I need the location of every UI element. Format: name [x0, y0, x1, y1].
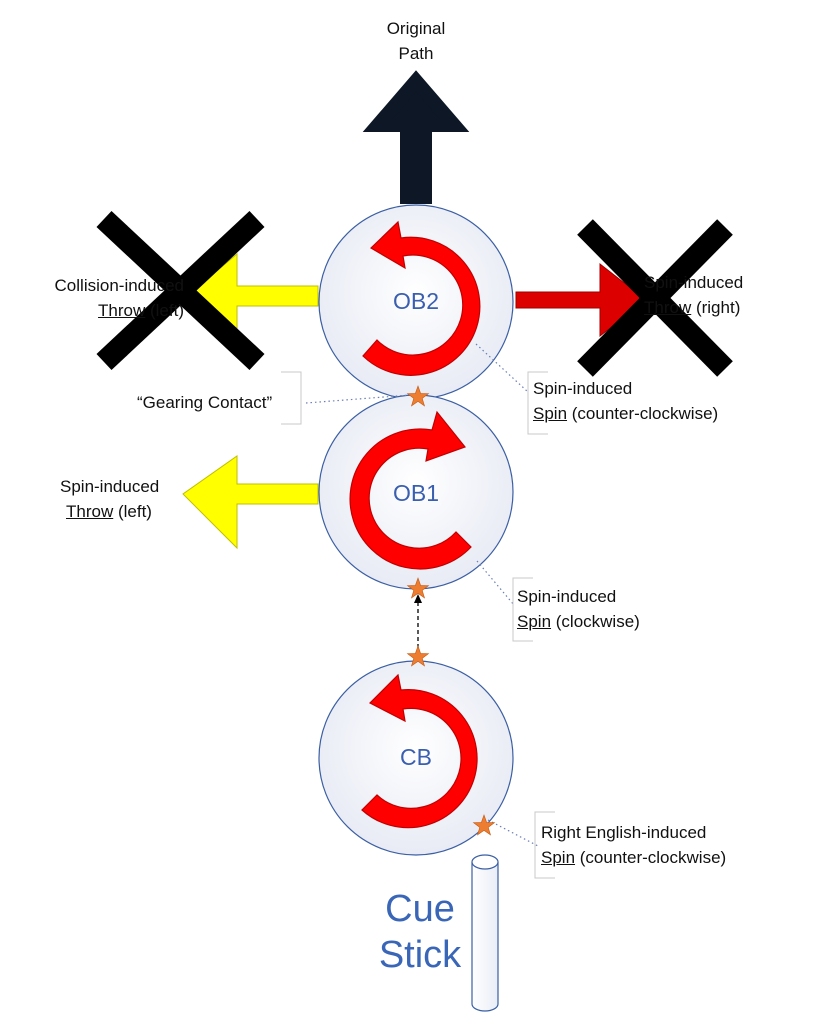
collision-throw-line1: Collision-induced [54, 276, 184, 295]
collision-throw-underlined: Throw [98, 301, 146, 320]
ob1-throw-arrow [182, 455, 319, 550]
ob1-spin-label: Spin-induced Spin (clockwise) [517, 584, 640, 634]
ob1-label: OB1 [392, 480, 440, 506]
star-cue-contact [472, 814, 496, 836]
ob1-throw-rest: (left) [113, 502, 152, 521]
ob1-spin-underlined: Spin [517, 612, 552, 631]
callout-brackets [281, 371, 555, 879]
cross-right [577, 219, 733, 377]
cue-stick-line1: Cue [385, 888, 455, 930]
ob2-spin-label: Spin-induced Spin (counter-clockwise) [533, 376, 718, 426]
original-path-label: Original Path [356, 16, 476, 66]
star-gearing-contact [406, 385, 430, 407]
collision-throw-label: Collision-induced Throw (left) [32, 273, 184, 323]
star-cb-top [406, 645, 430, 667]
cue-stick-label: Cue Stick [360, 886, 480, 978]
ob1-throw-underlined: Throw [66, 502, 114, 521]
ob2-label: OB2 [392, 288, 440, 314]
spin-throw-right-label: Spin-induced Throw (right) [644, 270, 743, 320]
ob2-spin-arrow [362, 220, 481, 376]
contact-stars [406, 385, 496, 836]
cross-left [96, 210, 265, 371]
spin-throw-right-rest: (right) [691, 298, 741, 317]
ob1-spin-rest: (clockwise) [551, 612, 640, 631]
cb-spin-arrow [361, 673, 478, 829]
star-ob1-bottom [406, 577, 430, 599]
cb-spin-label: Right English-induced Spin (counter-cloc… [541, 820, 726, 870]
spin-throw-right-underlined: Throw [644, 298, 692, 317]
cb-spin-line1: Right English-induced [541, 823, 707, 842]
gearing-contact-label: “Gearing Contact” [137, 393, 273, 412]
cb-to-ob1-path [414, 594, 422, 648]
original-path-line2: Path [398, 44, 434, 63]
collision-throw-rest: (left) [145, 301, 184, 320]
spin-throw-right-line1: Spin-induced [644, 273, 744, 292]
cue-stick [471, 854, 499, 1012]
ob1-throw-line1: Spin-induced [60, 477, 160, 496]
callout-leaders [305, 343, 539, 847]
cb-spin-underlined: Spin [541, 848, 576, 867]
ob1-throw-label: Spin-induced Throw (left) [60, 474, 159, 524]
ob2-spin-rest: (counter-clockwise) [567, 404, 719, 423]
ob2-spin-line1: Spin-induced [533, 379, 633, 398]
cb-label: CB [400, 744, 432, 770]
ob1-spin-line1: Spin-induced [517, 587, 617, 606]
ob1-spin-arrow [349, 410, 472, 570]
original-path-line1: Original [386, 19, 446, 38]
ob2-spin-underlined: Spin [533, 404, 568, 423]
original-path-arrow [362, 70, 470, 204]
cb-spin-rest: (counter-clockwise) [575, 848, 727, 867]
cue-stick-line2: Stick [378, 934, 462, 976]
